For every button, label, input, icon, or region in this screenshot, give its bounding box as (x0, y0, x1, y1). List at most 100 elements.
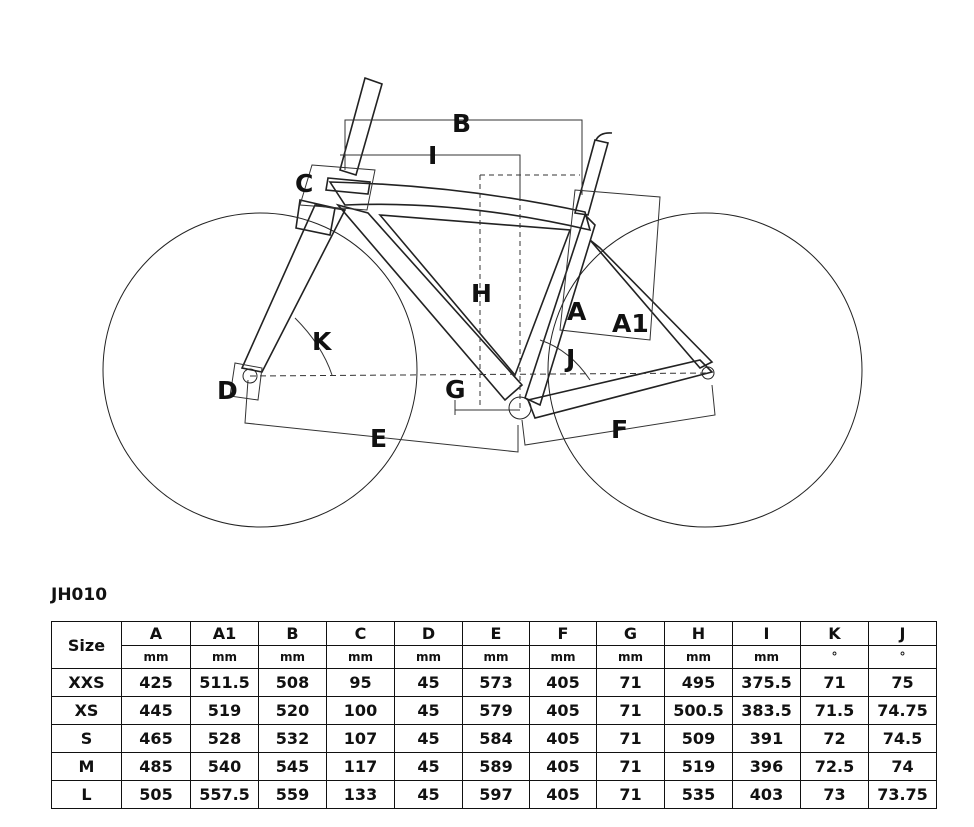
value-cell: 403 (732, 780, 801, 809)
label-E: E (370, 424, 387, 453)
value-cell: 71.5 (800, 696, 869, 725)
label-H: H (471, 279, 492, 308)
label-I: I (428, 141, 437, 170)
value-cell: 519 (190, 696, 259, 725)
value-cell: 500.5 (664, 696, 733, 725)
value-cell: 383.5 (732, 696, 801, 725)
column-header: I (732, 621, 801, 646)
value-cell: 425 (121, 668, 191, 697)
label-K: K (312, 327, 333, 356)
measurement-lines (229, 119, 716, 453)
value-cell: 405 (529, 752, 597, 781)
header-row: Size A A1 B C D E F G H I K J (51, 621, 937, 669)
value-cell: 573 (462, 668, 530, 697)
value-cell: 75 (868, 668, 937, 697)
value-cell: 72.5 (800, 752, 869, 781)
value-cell: 45 (394, 752, 463, 781)
value-cell: 584 (462, 724, 530, 753)
value-cell: 72 (800, 724, 869, 753)
value-cell: 396 (732, 752, 801, 781)
label-G: G (445, 375, 466, 404)
value-cell: 117 (326, 752, 395, 781)
value-cell: 405 (529, 724, 597, 753)
value-cell: 540 (190, 752, 259, 781)
unit-cell: mm (326, 645, 395, 669)
value-cell: 508 (258, 668, 327, 697)
unit-cell: mm (258, 645, 327, 669)
rear-wheel (547, 212, 863, 528)
value-cell: 557.5 (190, 780, 259, 809)
value-cell: 133 (326, 780, 395, 809)
label-J: J (564, 344, 575, 373)
value-cell: 71 (596, 696, 665, 725)
value-cell: 445 (121, 696, 191, 725)
value-cell: 71 (596, 724, 665, 753)
size-cell: XXS (51, 668, 122, 697)
geometry-table: Size A A1 B C D E F G H I K J mm mm mm m… (51, 621, 937, 809)
model-name: JH010 (51, 585, 108, 605)
size-cell: L (51, 780, 122, 809)
value-cell: 45 (394, 668, 463, 697)
unit-cell: mm (529, 645, 597, 669)
value-cell: 95 (326, 668, 395, 697)
bike-geometry-diagram: B I C H A A1 K J D G E F (102, 76, 863, 528)
label-A1: A1 (612, 309, 649, 338)
value-cell: 74.75 (868, 696, 937, 725)
column-header: B (258, 621, 327, 646)
value-cell: 45 (394, 724, 463, 753)
value-cell: 485 (121, 752, 191, 781)
value-cell: 505 (121, 780, 191, 809)
value-cell: 509 (664, 724, 733, 753)
value-cell: 100 (326, 696, 395, 725)
value-cell: 405 (529, 696, 597, 725)
label-F: F (611, 415, 628, 444)
value-cell: 465 (121, 724, 191, 753)
column-header: D (394, 621, 463, 646)
value-cell: 511.5 (190, 668, 259, 697)
value-cell: 71 (596, 780, 665, 809)
column-header: E (462, 621, 530, 646)
value-cell: 45 (394, 780, 463, 809)
diagram-labels: B I C H A A1 K J D G E F (217, 109, 649, 453)
value-cell: 71 (800, 668, 869, 697)
value-cell: 71 (596, 668, 665, 697)
frame (240, 76, 714, 419)
size-header: Size (51, 621, 122, 669)
label-B: B (452, 109, 471, 138)
value-cell: 405 (529, 668, 597, 697)
column-header: K (800, 621, 869, 646)
value-cell: 73 (800, 780, 869, 809)
column-header: J (868, 621, 937, 646)
label-D: D (217, 376, 238, 405)
unit-cell: ° (868, 645, 937, 669)
value-cell: 74 (868, 752, 937, 781)
value-cell: 528 (190, 724, 259, 753)
value-cell: 579 (462, 696, 530, 725)
unit-cell: mm (664, 645, 733, 669)
value-cell: 74.5 (868, 724, 937, 753)
unit-cell: mm (732, 645, 801, 669)
value-cell: 545 (258, 752, 327, 781)
unit-cell: mm (121, 645, 191, 669)
column-header: A (121, 621, 191, 646)
column-header: C (326, 621, 395, 646)
unit-cell: mm (462, 645, 530, 669)
unit-cell: ° (800, 645, 869, 669)
value-cell: 45 (394, 696, 463, 725)
value-cell: 519 (664, 752, 733, 781)
column-header: A1 (190, 621, 259, 646)
value-cell: 375.5 (732, 668, 801, 697)
size-cell: XS (51, 696, 122, 725)
front-wheel (102, 212, 418, 528)
value-cell: 107 (326, 724, 395, 753)
value-cell: 559 (258, 780, 327, 809)
value-cell: 71 (596, 752, 665, 781)
units-row: mm mm mm mm mm mm mm mm mm mm ° ° (52, 645, 937, 669)
size-cell: M (51, 752, 122, 781)
